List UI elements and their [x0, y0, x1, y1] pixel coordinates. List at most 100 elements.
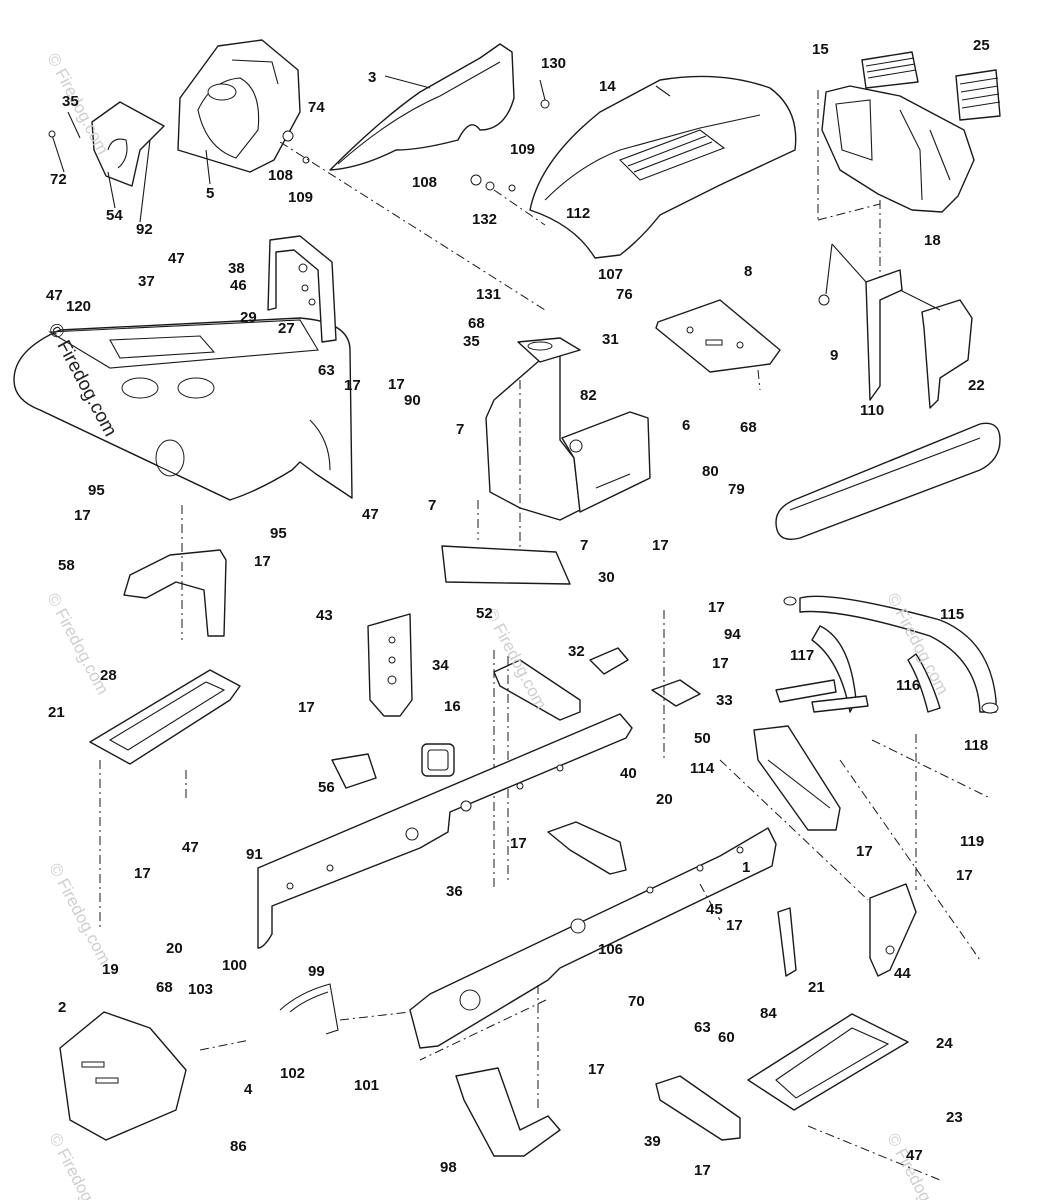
part-number: 16 [444, 698, 461, 715]
part-16-grommet [421, 743, 455, 777]
part-number: 15 [812, 41, 829, 58]
part-58-mount [123, 505, 227, 640]
part-number: 118 [964, 737, 989, 754]
part-43-bracket [367, 613, 413, 717]
part-number: 28 [100, 667, 117, 684]
part-number: 17 [726, 917, 743, 934]
part-number: 36 [446, 883, 463, 900]
part-98-bracket [455, 985, 561, 1157]
part-number: 17 [588, 1061, 605, 1078]
part-number: 114 [690, 760, 715, 777]
part-1-frame-rail [409, 827, 777, 1049]
part-number: 14 [599, 78, 616, 95]
part-number: 30 [598, 569, 615, 586]
part-32-bracket [589, 647, 629, 675]
part-number: 47 [906, 1147, 923, 1164]
part-number: 18 [924, 232, 941, 249]
part-number: 119 [960, 833, 985, 850]
part-number: 74 [308, 99, 325, 116]
part-number: 9 [830, 347, 839, 364]
part-number: 132 [472, 211, 498, 228]
part-33-bracket [651, 610, 701, 760]
part-3-hood-panel [329, 43, 515, 171]
part-84-lever [777, 907, 797, 977]
part-number: 1 [742, 859, 751, 876]
part-number: 17 [694, 1162, 711, 1179]
part-number: 23 [946, 1109, 963, 1126]
part-number: 76 [616, 286, 633, 303]
part-number: 22 [968, 377, 985, 394]
part-number: 38 [228, 260, 245, 277]
part-number: 7 [456, 421, 465, 438]
part-number: 19 [102, 961, 119, 978]
part-number: 109 [288, 189, 314, 206]
part-number: 107 [598, 266, 624, 283]
part-number: 58 [58, 557, 75, 574]
part-number: 17 [712, 655, 729, 672]
hardware-top-middle [279, 79, 550, 311]
part-6-steering-support [441, 337, 651, 585]
part-29-bracket [267, 235, 337, 343]
part-number: 20 [656, 791, 673, 808]
part-2-plate [59, 1011, 187, 1141]
part-number: 101 [354, 1077, 380, 1094]
part-number: 68 [156, 979, 173, 996]
part-8-plate [655, 299, 781, 391]
part-number: 17 [388, 376, 405, 393]
part-99-rod [279, 983, 339, 1035]
part-number: 80 [702, 463, 719, 480]
part-number: 108 [268, 167, 294, 184]
part-number: 17 [344, 377, 361, 394]
part-number: 7 [580, 537, 589, 554]
part-number: 43 [316, 607, 333, 624]
part-number: 117 [790, 647, 815, 664]
part-number: 17 [134, 865, 151, 882]
part-28-footrest [89, 669, 241, 930]
part-110-bracket [818, 243, 973, 409]
part-number: 56 [318, 779, 335, 796]
part-number: 95 [270, 525, 287, 542]
part-115-tube [783, 595, 999, 714]
part-number: 82 [580, 387, 597, 404]
assembly-lines [199, 734, 991, 1181]
part-number: 17 [652, 537, 669, 554]
part-14-hood [529, 75, 797, 259]
part-number: 50 [694, 730, 711, 747]
part-number: 8 [744, 263, 753, 280]
part-number: 68 [740, 419, 757, 436]
part-number: 46 [230, 277, 247, 294]
part-number: 110 [860, 402, 885, 419]
part-number: 4 [244, 1081, 253, 1098]
part-number: 35 [62, 93, 79, 110]
part-number: 45 [706, 901, 723, 918]
part-number: 72 [50, 171, 67, 188]
part-number: 47 [46, 287, 63, 304]
part-22-bumper [775, 422, 1001, 540]
part-number: 70 [628, 993, 645, 1010]
part-number: 131 [476, 286, 502, 303]
part-number: 95 [88, 482, 105, 499]
part-number: 47 [182, 839, 199, 856]
part-number: 92 [136, 221, 153, 238]
part-15-screen [861, 51, 919, 89]
part-number: 84 [760, 1005, 777, 1022]
part-number: 60 [718, 1029, 735, 1046]
part-number: 47 [168, 250, 185, 267]
part-44-bracket [869, 883, 917, 977]
part-number: 17 [708, 599, 725, 616]
part-number: 112 [566, 205, 591, 222]
part-25-screen [955, 69, 1001, 121]
part-number: 116 [896, 677, 921, 694]
part-number: 47 [362, 506, 379, 523]
part-number: 52 [476, 605, 493, 622]
part-number: 31 [602, 331, 619, 348]
part-number: 33 [716, 692, 733, 709]
part-number: 86 [230, 1138, 247, 1155]
part-number: 40 [620, 765, 637, 782]
part-number: 99 [308, 963, 325, 980]
part-number: 2 [58, 999, 67, 1016]
part-number: 35 [463, 333, 480, 350]
part-56-bracket [331, 753, 377, 789]
